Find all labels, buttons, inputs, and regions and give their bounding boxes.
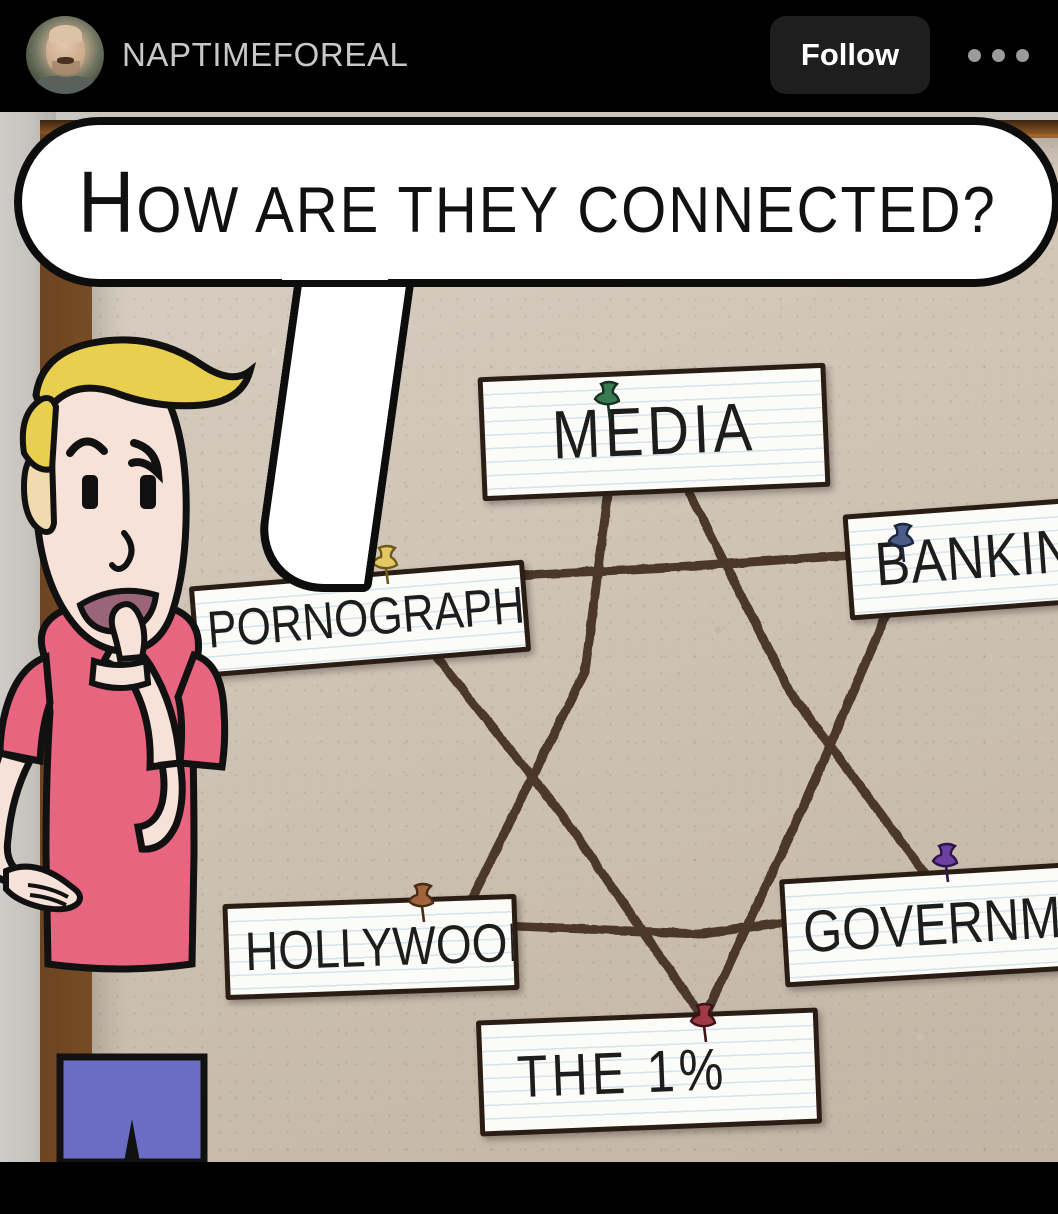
note-card-label: BANKING [872, 513, 1058, 600]
meme-image[interactable]: MEDIA PORNOGRAPHY BANKING HOLLYWOOD GOVE… [0, 112, 1058, 1162]
post-header: NAPTIMEFOREAL Follow [0, 0, 1058, 110]
note-card-media[interactable]: MEDIA [477, 362, 831, 502]
string-banking-onepct [701, 573, 907, 1019]
ellipsis-horizontal-icon[interactable] [958, 34, 1038, 76]
note-card-label: THE 1% [515, 1035, 729, 1111]
note-card-the-1-percent[interactable]: THE 1% [475, 1007, 823, 1137]
note-card-government[interactable]: GOVERNMENT [779, 860, 1058, 988]
note-card-label: GOVERNMENT [801, 878, 1058, 966]
avatar-beard [51, 61, 80, 77]
follow-button[interactable]: Follow [770, 16, 930, 94]
speech-bubble: HOW ARE THEY CONNECTED? [14, 117, 1058, 287]
avatar-shoulders [32, 75, 98, 94]
avatar-head-top [49, 24, 83, 44]
cartoon-character [0, 336, 257, 1162]
dot-2 [991, 48, 1005, 62]
avatar-mouth [57, 56, 75, 65]
speech-bubble-text: HOW ARE THEY CONNECTED? [78, 151, 997, 253]
note-card-label: MEDIA [550, 388, 758, 474]
avatar[interactable] [26, 16, 104, 94]
speech-bubble-rest: OW ARE THEY CONNECTED? [136, 173, 997, 247]
speech-bubble-tail-patch [282, 252, 388, 280]
string-porn-onepct [391, 601, 705, 1019]
dot-1 [967, 48, 981, 62]
dot-3 [1015, 48, 1029, 62]
note-card-banking[interactable]: BANKING [842, 493, 1058, 621]
speech-bubble-first-letter: H [78, 152, 137, 251]
account-username[interactable]: NAPTIMEFOREAL [122, 36, 409, 73]
string-media-hollywood [465, 489, 613, 907]
